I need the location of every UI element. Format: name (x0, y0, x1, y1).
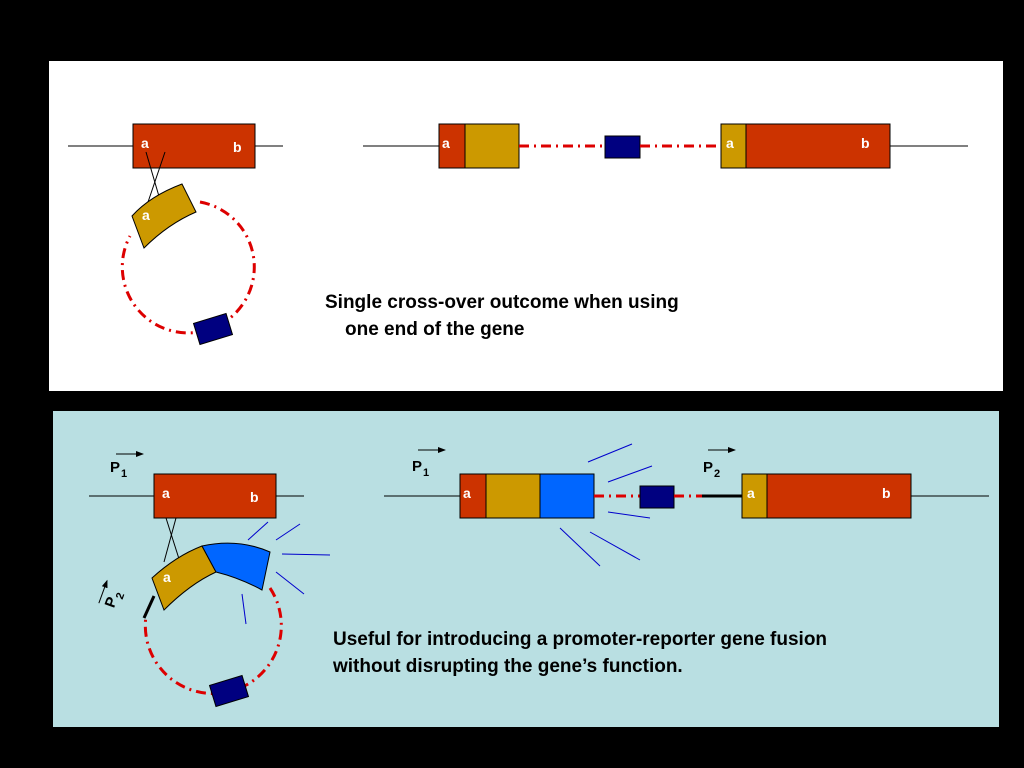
top-caption-line2: one end of the gene (345, 319, 524, 340)
gene-fragment-a (459, 473, 487, 519)
selectable-marker (192, 312, 234, 346)
gene-label-b: b (233, 139, 242, 155)
reporter-signal-rays (241, 521, 331, 625)
outcome-label-a: a (747, 485, 755, 501)
bottom-caption-line2: without disrupting the gene’s function. (332, 656, 683, 677)
signal-ray (589, 531, 641, 561)
signal-ray (607, 511, 651, 519)
homology-copy (464, 123, 520, 169)
crossover-line (163, 517, 177, 563)
signal-ray (241, 593, 247, 625)
outcome-label-a: a (463, 485, 471, 501)
top-plasmid: a (120, 183, 256, 346)
bottom-caption-line1: Useful for introducing a promoter-report… (333, 629, 827, 650)
reporter-signal-rays (559, 443, 653, 567)
reporter-gene (201, 542, 271, 591)
outcome-label-a: a (442, 135, 450, 151)
bottom-integrated-outcome: a a b (384, 443, 989, 567)
gene-label-a: a (162, 485, 170, 501)
gene-label-a: a (141, 135, 149, 151)
plasmid-backbone (143, 587, 283, 696)
bottom-chromosome-before: a b (89, 473, 304, 519)
signal-ray (281, 553, 331, 556)
top-panel: a b a a a b Si (49, 61, 1003, 391)
homology-fragment (131, 183, 197, 249)
signal-ray (607, 465, 653, 483)
promoter-p2-right: P 2 (703, 447, 736, 480)
fragment-label-a: a (142, 207, 150, 223)
top-integrated-outcome: a a b (363, 123, 968, 169)
bottom-panel: P 1 a b a (53, 411, 999, 727)
outcome-label-b: b (882, 485, 891, 501)
bottom-plasmid: a (142, 521, 331, 708)
target-gene (132, 123, 256, 169)
signal-ray (275, 523, 301, 541)
crossover-line (145, 151, 166, 209)
homology-copy (720, 123, 747, 169)
promoter-subscript: 2 (114, 591, 127, 601)
outcome-label-a: a (726, 135, 734, 151)
homology-copy (741, 473, 768, 519)
selectable-marker (639, 485, 675, 509)
promoter-label: P (412, 458, 422, 475)
full-gene (766, 473, 912, 519)
bottom-crossover-lines (163, 517, 181, 563)
promoter-subscript: 2 (714, 468, 720, 480)
promoter-p2-plasmid: P 2 (98, 579, 127, 610)
promoter-p2-bar (142, 595, 156, 619)
homology-copy (485, 473, 541, 519)
outcome-label-b: b (861, 135, 870, 151)
promoter-subscript: 1 (423, 467, 429, 479)
fragment-label-a: a (163, 569, 171, 585)
signal-ray (247, 521, 269, 541)
top-panel-background (49, 61, 1003, 391)
signal-ray (559, 527, 601, 567)
selectable-marker (604, 135, 641, 159)
promoter-label: P (703, 459, 713, 476)
promoter-p1-left: P 1 (110, 451, 144, 480)
crossover-line (165, 517, 181, 563)
promoter-arrow (98, 579, 108, 604)
selectable-marker (208, 674, 250, 708)
reporter-gene (539, 473, 595, 519)
promoter-p1-right: P 1 (412, 447, 446, 479)
promoter-subscript: 1 (121, 468, 127, 480)
top-caption-line1: Single cross-over outcome when using (325, 292, 679, 313)
plasmid-backbone (120, 200, 256, 335)
target-gene (153, 473, 277, 519)
signal-ray (275, 571, 305, 595)
signal-ray (587, 443, 633, 463)
gene-label-b: b (250, 489, 259, 505)
top-chromosome-before: a b (68, 123, 283, 169)
promoter-label: P (110, 459, 120, 476)
